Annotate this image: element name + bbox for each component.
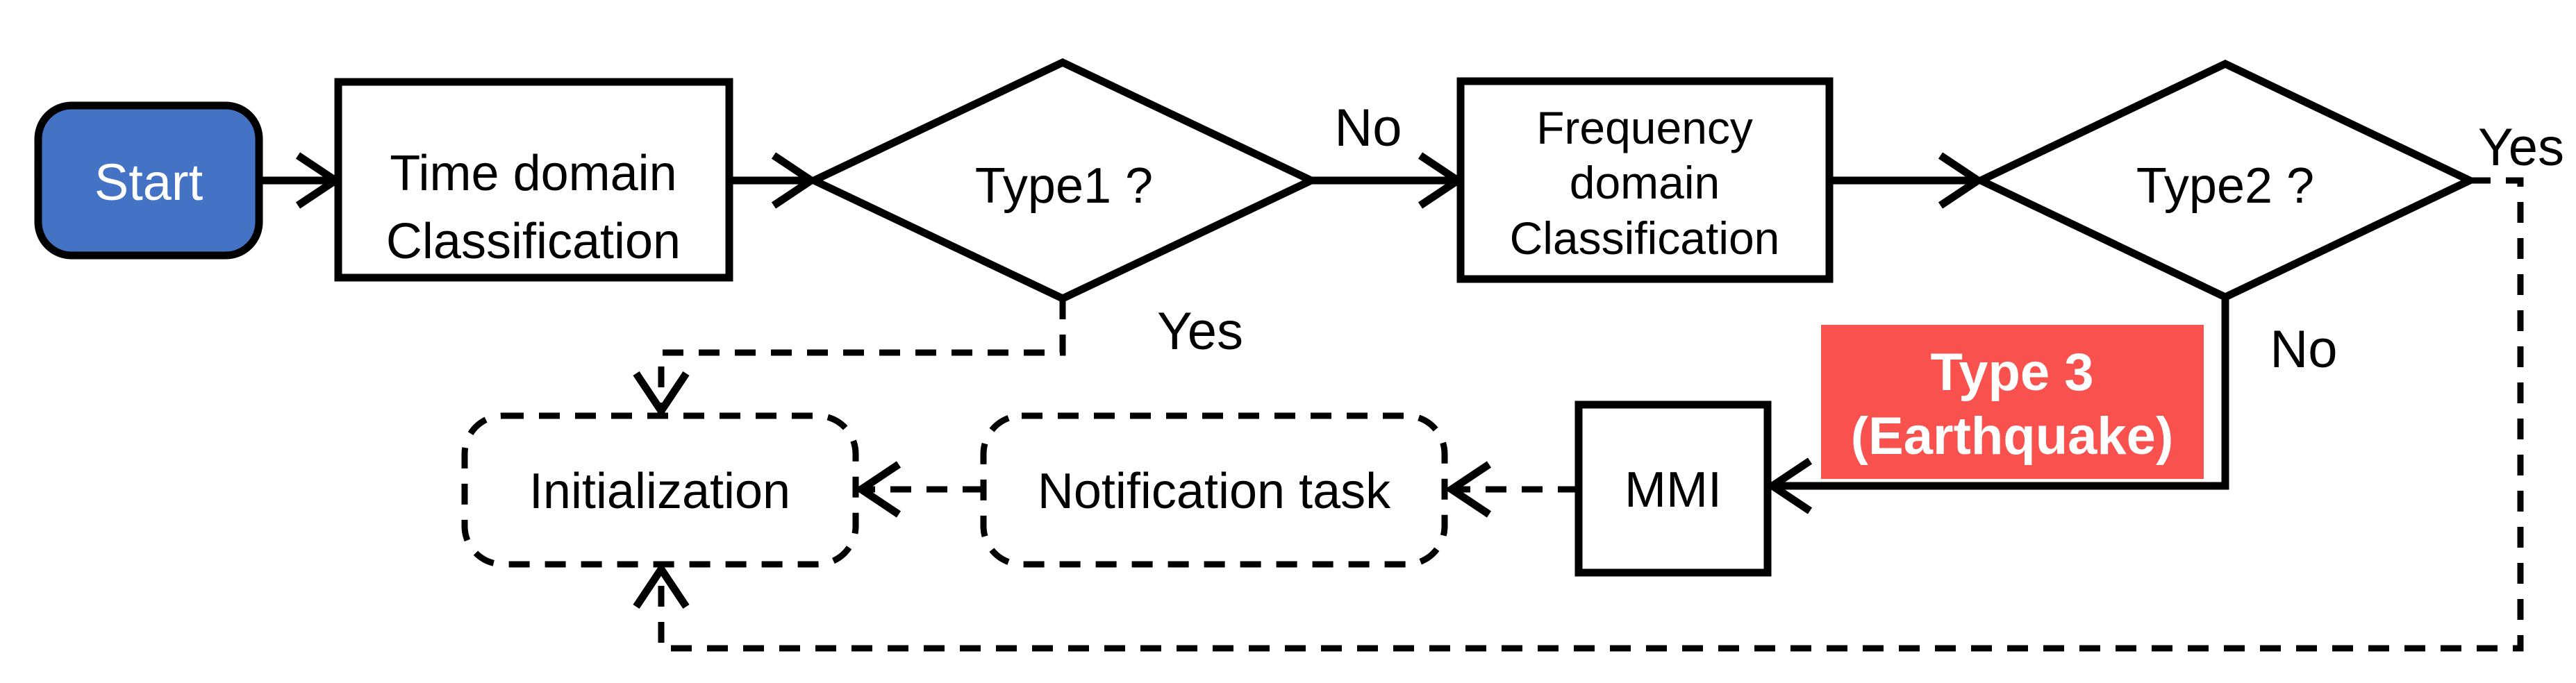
type2-decision-diamond-label: Type2 ?: [2136, 158, 2314, 214]
time-domain-classification-node-label: Classification: [386, 214, 681, 269]
arrow-type1-no-to-frequency-domain: [1311, 152, 1465, 209]
arrow-type1-yes-to-initialization-top-arrowhead-icon: [633, 371, 690, 418]
notification-task-node: Notification task: [980, 412, 1448, 568]
arrow-type1-yes-to-initialization-top: [633, 298, 1066, 418]
frequency-domain-classification-node-label: Classification: [1510, 212, 1780, 264]
mmi-node: MMI: [1574, 400, 1772, 577]
notification-task-node-label: Notification task: [1038, 464, 1391, 519]
type2-decision-diamond-shape: [1972, 59, 2479, 302]
type3-earthquake-label-box: Type 3(Earthquake): [1821, 325, 2204, 479]
type3-earthquake-label-box-label: (Earthquake): [1851, 407, 2174, 466]
type1-decision-diamond-shape: [805, 58, 1320, 303]
frequency-domain-classification-node-label: domain: [1570, 157, 1720, 208]
arrow-frequency-domain-to-type2: [1829, 152, 1985, 209]
label-yes-after-type2: Yes: [2478, 118, 2564, 177]
initialization-node: Initialization: [461, 412, 859, 568]
start-node-label: Start: [94, 153, 203, 211]
arrow-type1-yes-to-initialization-top-line: [658, 298, 1066, 411]
arrow-type2-yes-loop-to-initialization-bottom-arrowhead-icon: [633, 562, 690, 609]
arrow-type2-no-to-mmi: [1765, 297, 2229, 514]
type3-earthquake-label-box-label: Type 3: [1930, 343, 2093, 402]
time-domain-classification-node-label: Time domain: [390, 146, 676, 201]
start-node: Start: [34, 101, 263, 260]
mmi-node-label: MMI: [1624, 462, 1722, 518]
label-yes-below-type1: Yes: [1157, 302, 1243, 361]
arrow-type2-yes-loop-to-initialization-bottom: [633, 177, 2524, 652]
type1-decision-diamond: Type1 ?: [805, 58, 1320, 303]
arrow-start-to-time-domain: [259, 152, 342, 209]
arrow-mmi-to-notification-task-arrowhead-icon: [1445, 461, 1492, 518]
initialization-node-label: Initialization: [529, 464, 790, 519]
arrow-type2-no-to-mmi-line: [1772, 297, 2229, 490]
arrow-notification-task-to-initialization-arrowhead-icon: [854, 461, 901, 518]
arrow-time-domain-to-type1: [729, 152, 818, 209]
arrow-notification-task-to-initialization: [854, 461, 983, 518]
type3-earthquake-label-box-shape: [1821, 325, 2204, 479]
notification-task-node-shape: [980, 412, 1448, 568]
label-no-below-type2: No: [2270, 320, 2337, 379]
type2-decision-diamond: Type2 ?: [1972, 59, 2479, 302]
arrow-mmi-to-notification-task: [1445, 461, 1579, 518]
arrow-type2-no-to-mmi-arrowhead-icon: [1765, 457, 1813, 514]
start-node-shape: [34, 101, 263, 260]
type1-decision-diamond-label: Type1 ?: [975, 158, 1153, 214]
label-no-after-type1: No: [1334, 99, 1402, 158]
time-domain-classification-node-shape: [334, 78, 733, 282]
arrow-type2-yes-loop-to-initialization-bottom-line: [658, 177, 2524, 652]
mmi-node-shape: [1574, 400, 1772, 577]
frequency-domain-classification-node-label: Frequency: [1536, 102, 1753, 153]
frequency-domain-classification-node-shape: [1456, 77, 1834, 283]
initialization-node-shape: [461, 412, 859, 568]
